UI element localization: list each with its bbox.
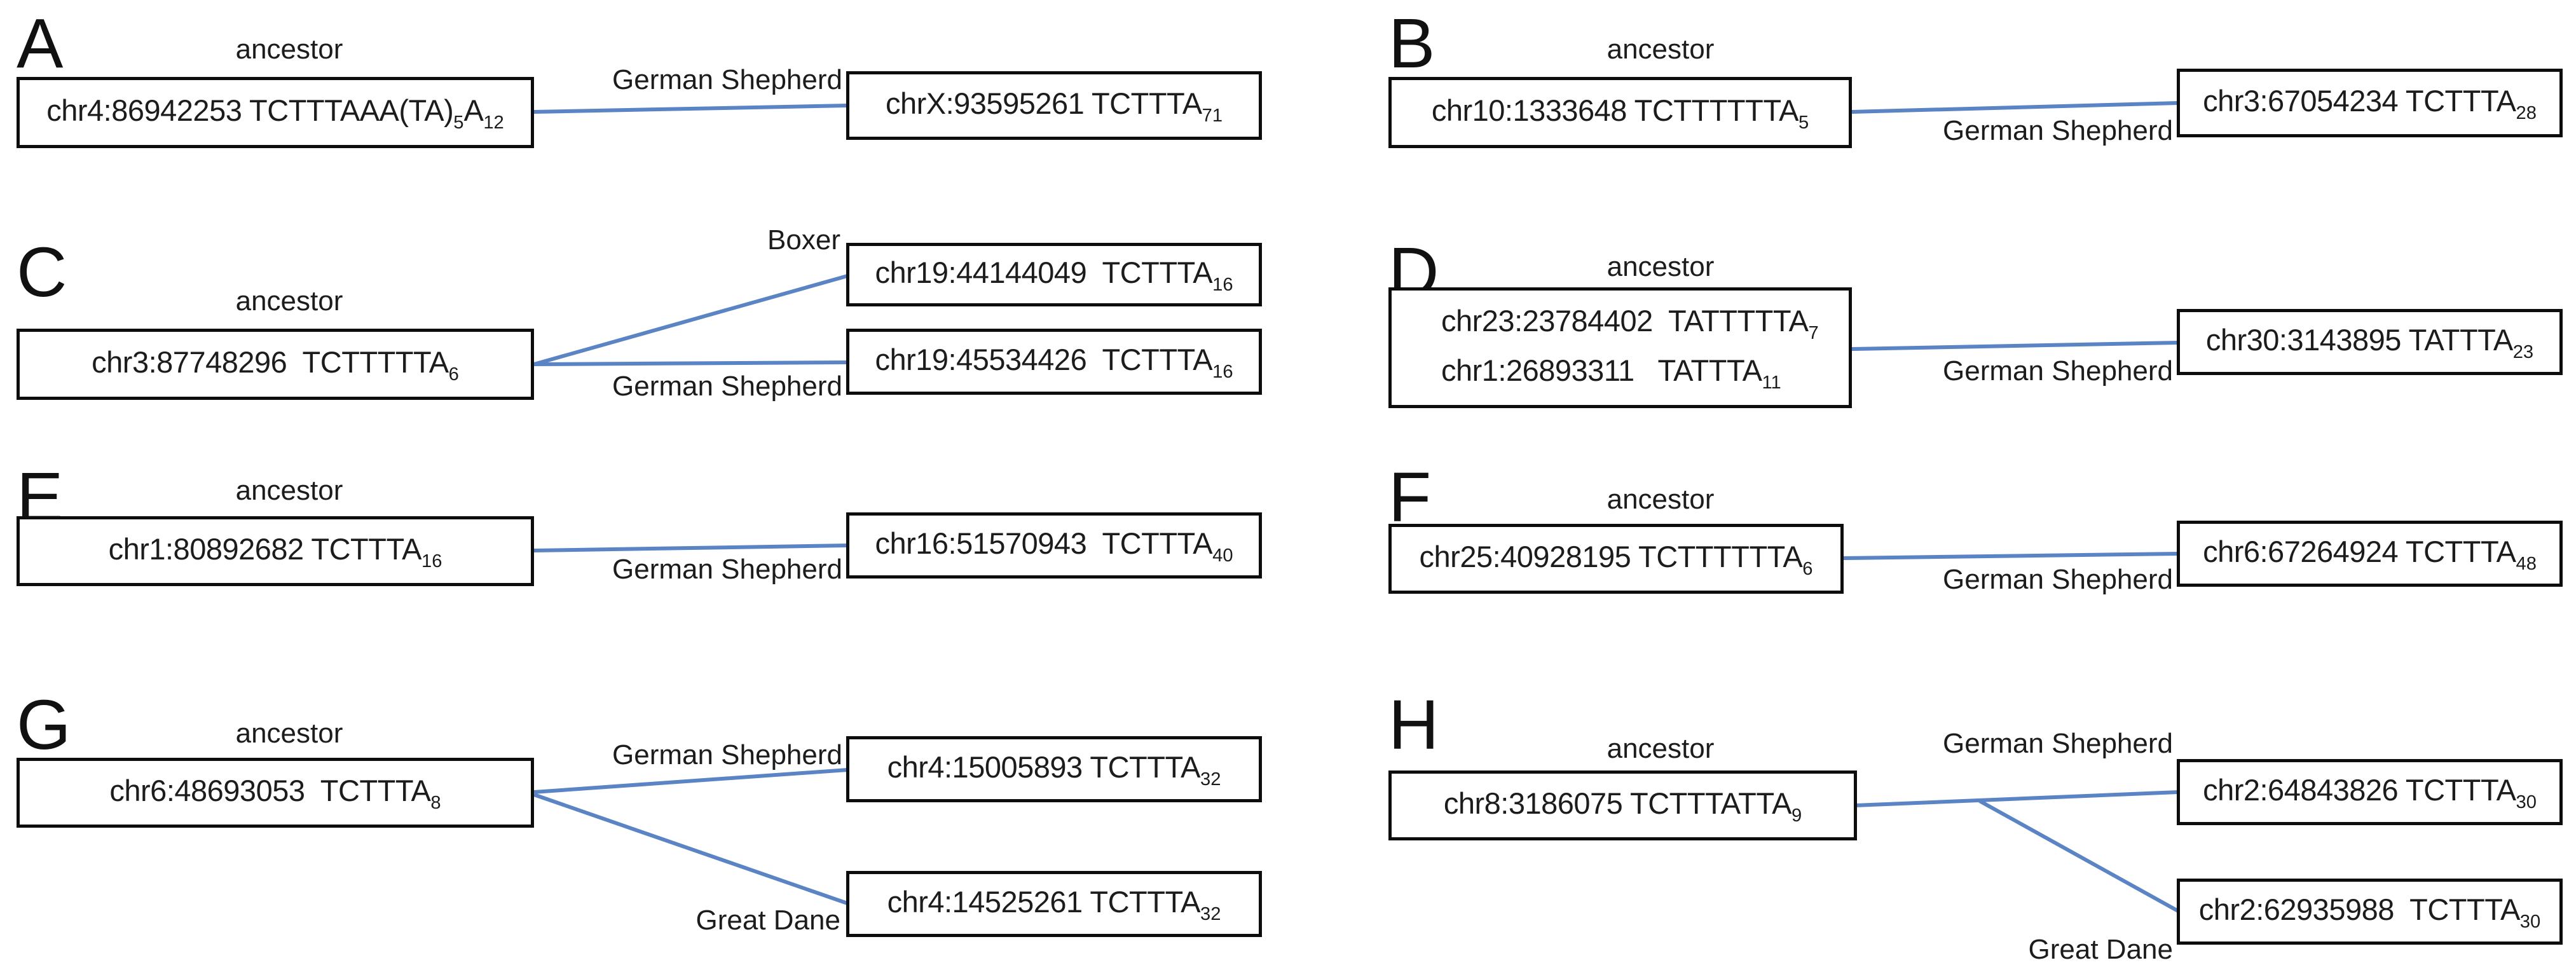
connector-line-F-0: [1843, 552, 2179, 560]
connector-line-G-0: [533, 768, 848, 794]
connector-line-H-0: [1855, 790, 2179, 807]
connector-line-C-1: [533, 360, 848, 366]
connector-line-C-0: [533, 274, 848, 366]
connector-line-D-0: [1851, 341, 2179, 351]
connector-line-E-0: [533, 544, 848, 552]
connector-line-G-1: [533, 793, 848, 905]
connector-line-H-1: [1978, 799, 2179, 913]
connector-line-A-0: [533, 104, 848, 114]
connector-line-B-0: [1851, 101, 2179, 114]
